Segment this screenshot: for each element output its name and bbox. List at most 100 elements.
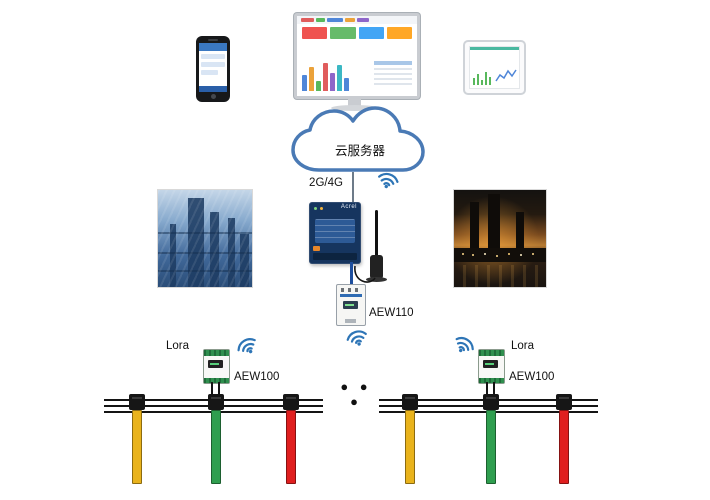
- plant-tower: [240, 234, 249, 287]
- aew100-device-left: [203, 349, 230, 384]
- ct-sensor-green: [486, 410, 496, 484]
- kpi-tile: [302, 27, 328, 39]
- dashboard-bar: [316, 81, 321, 91]
- nav-block: [357, 18, 369, 22]
- ct-sensor-yellow: [132, 410, 142, 484]
- table-row: [374, 83, 412, 85]
- phone-speaker: [208, 39, 218, 41]
- ct-sensor-red: [559, 410, 569, 484]
- din-clip: [345, 319, 356, 323]
- cloud-server: 云服务器: [286, 106, 434, 180]
- sky-glow: [454, 190, 546, 287]
- ct-sensor-yellow: [405, 410, 415, 484]
- dashboard-bar: [330, 73, 335, 91]
- status-led: [320, 207, 323, 210]
- aew100-label-right: AEW100: [509, 371, 555, 383]
- network-label: 2G/4G: [309, 177, 343, 189]
- dashboard-bar: [344, 78, 349, 91]
- dashboard-table: [374, 61, 412, 91]
- meter-display: [208, 360, 223, 368]
- ct-sensor-green: [211, 410, 221, 484]
- lora-label-right: Lora: [511, 340, 535, 352]
- dashboard-bar: [323, 63, 328, 91]
- aew110-label: AEW110: [369, 307, 414, 319]
- plant-platform: [158, 270, 252, 272]
- wifi-icon: [448, 330, 481, 362]
- dashboard-bar: [309, 67, 314, 91]
- gateway-label-panel: [315, 219, 355, 243]
- dashboard-navbar: [297, 16, 417, 24]
- meter-terminals: [204, 350, 229, 356]
- ellipsis: ● ● ●: [340, 379, 372, 409]
- plant-tower: [210, 212, 219, 287]
- chimney: [516, 212, 524, 254]
- meter-display: [343, 301, 358, 309]
- dashboard-screen: [297, 16, 417, 96]
- gateway-terminal: [313, 246, 320, 251]
- smartphone: [196, 36, 230, 102]
- wifi-icon: [231, 330, 264, 362]
- phone-screen: [199, 43, 227, 92]
- cloud-shape: [291, 106, 425, 172]
- cloud-label: 云服务器: [334, 144, 385, 158]
- antenna-cable: [354, 265, 376, 283]
- phone-app-row: [201, 54, 225, 59]
- water-reflection: [454, 265, 546, 287]
- dashboard-bars: [302, 61, 362, 91]
- plant-platform: [158, 232, 252, 234]
- aew100-label-left: AEW100: [234, 371, 280, 383]
- cloud-gateway-line: [352, 172, 354, 204]
- plant-building: [454, 248, 546, 262]
- gateway-ports: [313, 253, 357, 260]
- meter-display: [483, 360, 498, 368]
- factory-photo-left: [158, 190, 252, 287]
- nav-block: [316, 18, 325, 22]
- antenna-base: [370, 255, 383, 279]
- meter-terminals: [341, 288, 361, 292]
- dashboard-kpi-tiles: [302, 27, 412, 39]
- antenna-rod: [375, 210, 378, 258]
- kpi-tile: [386, 27, 412, 39]
- wifi-icon: [342, 323, 373, 351]
- plant-tower: [170, 224, 176, 287]
- plant-tower: [188, 198, 204, 287]
- meter-brand-strip: [340, 294, 362, 297]
- kpi-tile: [358, 27, 384, 39]
- tablet-bar-chart: [473, 69, 493, 85]
- kpi-tile: [330, 27, 356, 39]
- meter-terminals: [479, 350, 504, 356]
- meter-terminals: [479, 378, 504, 383]
- monitor-stand-base: [331, 105, 378, 111]
- plant-platform: [158, 252, 252, 254]
- table-row: [374, 73, 412, 75]
- phone-home-button: [210, 94, 216, 99]
- antenna-foot: [366, 277, 387, 282]
- gateway-brand: Acrel: [340, 204, 357, 210]
- gateway-device: Acrel: [309, 202, 361, 264]
- chimney: [470, 202, 479, 254]
- wifi-icon: [374, 167, 405, 194]
- aew110-device: [336, 284, 366, 326]
- ct-sensor-red: [286, 410, 296, 484]
- chimney: [488, 194, 500, 254]
- ct-clamp: [129, 394, 145, 410]
- ct-clamp: [283, 394, 299, 410]
- ct-clamp: [402, 394, 418, 410]
- tablet-line-chart: [495, 69, 517, 82]
- status-led: [314, 207, 317, 210]
- ct-clamp: [556, 394, 572, 410]
- meter-terminals: [204, 378, 229, 383]
- plant-lights: [462, 253, 464, 255]
- table-header: [374, 61, 412, 65]
- phone-app-header: [199, 43, 227, 51]
- nav-block: [327, 18, 343, 22]
- table-row: [374, 68, 412, 70]
- tablet: [463, 40, 526, 95]
- tablet-app-header: [470, 47, 519, 50]
- dashboard-bar: [302, 75, 307, 91]
- aew100-device-right: [478, 349, 505, 384]
- dashboard-bar: [337, 65, 342, 91]
- nav-block: [345, 18, 355, 22]
- phone-app-row: [201, 70, 218, 75]
